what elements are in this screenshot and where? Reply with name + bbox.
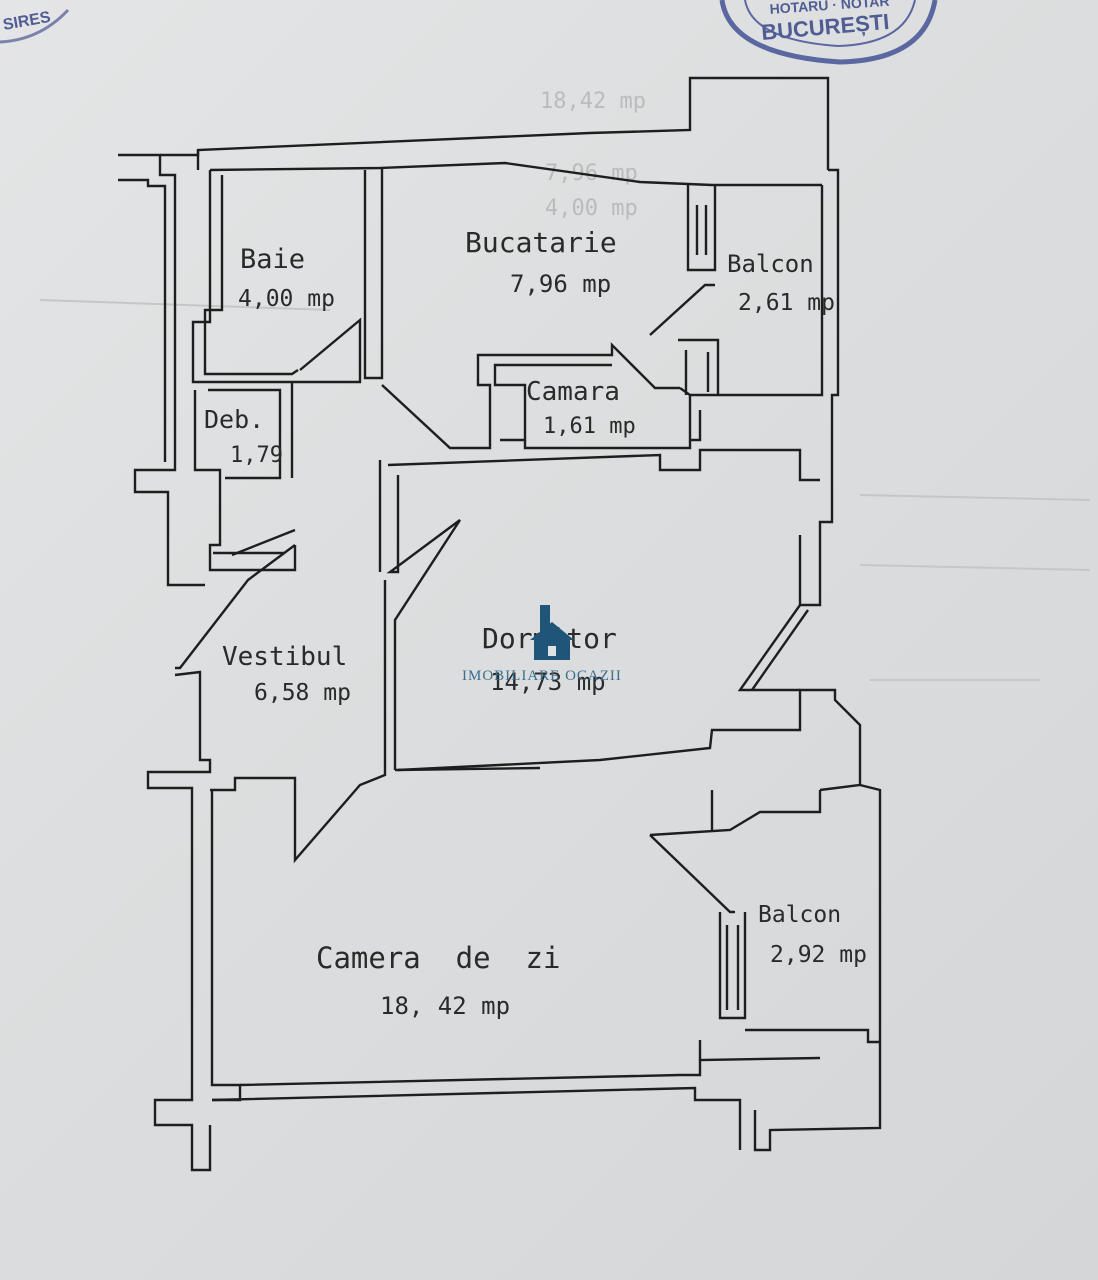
outer-wall-bottom bbox=[211, 1086, 742, 1150]
door-swing-dormitor bbox=[737, 604, 801, 692]
room-area-camara: 1,61 mp bbox=[543, 414, 636, 439]
outer-wall-right-top bbox=[798, 168, 840, 607]
bleed-through-text: 18,42 mp 7,96 mp 4,00 mp bbox=[39, 89, 1091, 681]
room-name-vestibul: Vestibul bbox=[222, 642, 347, 672]
room-area-camera-de-zi: 18, 42 mp bbox=[380, 992, 510, 1020]
wall-vestibul bbox=[175, 544, 296, 670]
watermark-logo: IMOBILIARE OCAZII bbox=[462, 605, 622, 684]
ghost-text-1: 18,42 mp bbox=[540, 89, 646, 114]
room-area-dormitor: 14,73 mp bbox=[490, 668, 606, 696]
ghost-text-2: 7,96 mp bbox=[545, 161, 638, 186]
wall-camara bbox=[381, 342, 680, 450]
corner-stamp: SIRES bbox=[0, 9, 70, 44]
room-area-balcon-1: 2,61 mp bbox=[738, 290, 835, 316]
room-name-baie: Baie bbox=[240, 244, 305, 275]
room-name-balcon-2: Balcon bbox=[758, 902, 841, 928]
wall-dormitor-top bbox=[387, 448, 820, 482]
room-area-bucatarie: 7,96 mp bbox=[510, 270, 611, 298]
room-area-vestibul: 6,58 mp bbox=[254, 680, 351, 706]
room-area-baie: 4,00 mp bbox=[238, 286, 335, 312]
outer-wall-top-inner bbox=[209, 161, 822, 187]
outer-wall-left-lower bbox=[146, 670, 212, 1172]
wall-balcon-1 bbox=[686, 185, 717, 272]
outer-wall-top bbox=[160, 76, 830, 170]
wall-balcon-2 bbox=[649, 790, 822, 837]
wall-deb bbox=[193, 390, 297, 572]
room-area-deb: 1,79 bbox=[230, 443, 283, 468]
room-area-balcon-2: 2,92 mp bbox=[770, 942, 867, 968]
room-name-balcon-1: Balcon bbox=[727, 250, 814, 278]
room-name-bucatarie: Bucatarie bbox=[465, 226, 617, 259]
notary-stamp: HOTARU · NOTAR BUCUREȘTI bbox=[719, 0, 938, 65]
room-name-deb: Deb. bbox=[204, 405, 264, 434]
watermark-text: IMOBILIARE OCAZII bbox=[462, 668, 622, 684]
wall-baie bbox=[191, 170, 362, 384]
room-labels: Baie 4,00 mp Bucatarie 7,96 mp Balcon 2,… bbox=[204, 226, 867, 1020]
walls bbox=[118, 76, 882, 1172]
outer-wall-left bbox=[118, 153, 205, 587]
room-name-camara: Camara bbox=[526, 377, 620, 407]
outer-wall-left-inner bbox=[118, 178, 167, 462]
house-icon bbox=[530, 605, 574, 660]
room-name-camera-de-zi: Camera de zi bbox=[316, 941, 560, 975]
ghost-text-3: 4,00 mp bbox=[545, 196, 638, 221]
